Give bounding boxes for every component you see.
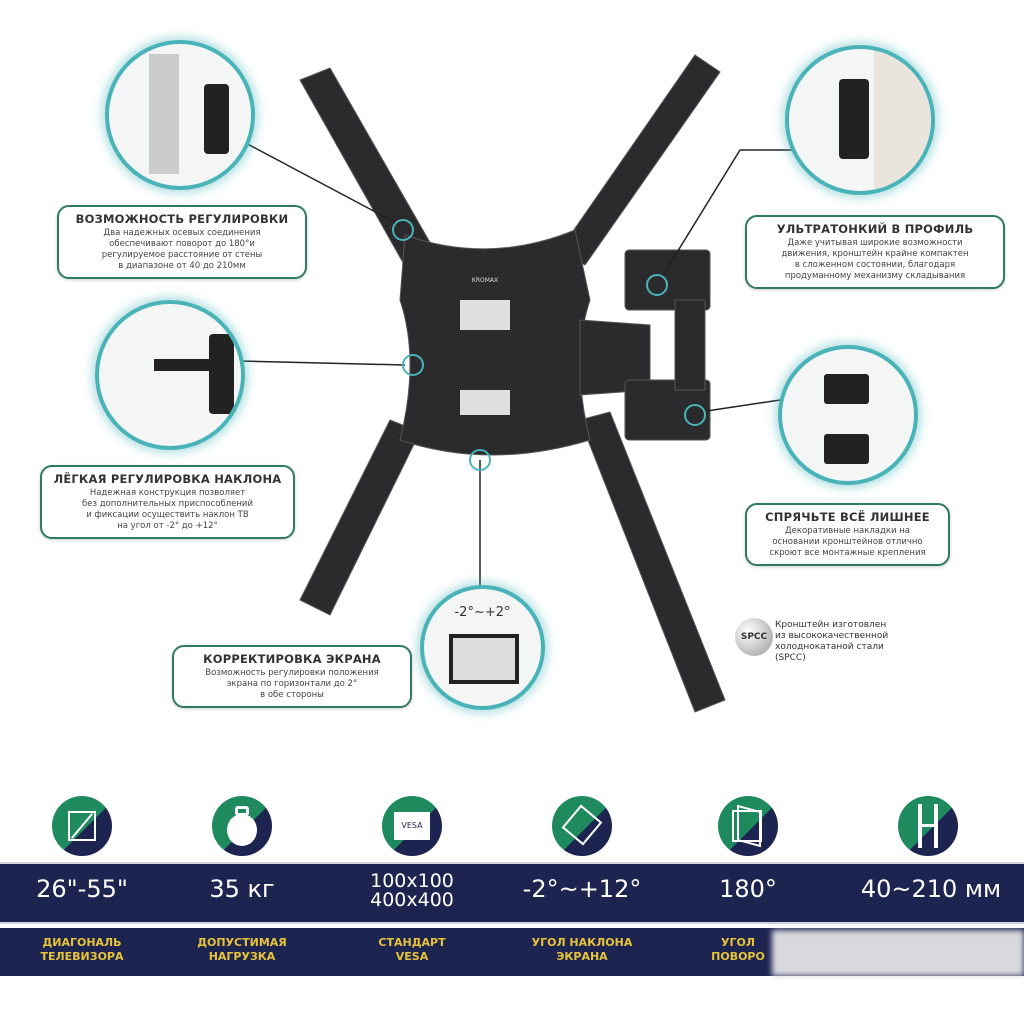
spec-rotation: 180° [668,877,828,901]
spec-value: -2°~+12° [522,875,642,903]
callout-text: в сложенном состоянии, благодаря [794,260,956,270]
spec-load: 35 кг [162,877,322,901]
callout-text: Два надежных осевых соединения [103,228,261,238]
callout-screen-correction: КОРРЕКТИРОВКА ЭКРАНА Возможность регулир… [172,645,412,708]
weight-icon [212,796,272,856]
diagonal-icon [52,796,112,856]
callout-text: Возможность регулировки положения [205,668,379,678]
spec-distance: 40~210 мм [836,877,1024,901]
callout-adjustment: ВОЗМОЖНОСТЬ РЕГУЛИРОВКИ Два надежных осе… [57,205,307,279]
wall-bracket-post [674,299,706,391]
callout-text: скроют все монтажные крепления [769,548,926,558]
wall-bracket-top [624,249,711,311]
spec-label: НАГРУЗКА [208,950,276,963]
vesa-icon: VESA [382,796,442,856]
tv-mount-illustration: KROMAX [199,54,800,713]
plate-slot [460,390,510,415]
callout-text: без дополнительных приспособлений [82,499,253,509]
plate-slot [460,300,510,330]
spec-label: СТАНДАРТ [378,936,446,949]
callout-text: Декоративные накладки на [784,526,911,536]
callout-text: в диапазоне от 40 до 210мм [118,261,246,271]
vesa-icon-text: VESA [394,812,430,840]
detail-circle-swivel: -2°~+2° [420,585,545,710]
spcc-text-line: Кронштейн изготовлен [775,620,887,630]
detail-circle-profile [785,45,935,195]
spec-value: 100x100 [370,870,454,892]
callout-text: экрана по горизонтали до 2° [226,679,358,689]
callout-text: Надежная конструкция позволяет [89,488,246,498]
callout-text: и фиксации осуществить наклон ТВ [86,510,249,520]
spec-value: 35 кг [209,875,275,903]
spcc-text-line: холоднокатаной стали [775,642,884,652]
callout-title: ЛЁГКАЯ РЕГУЛИРОВКА НАКЛОНА [53,472,282,486]
spec-label: ТЕЛЕВИЗОРА [40,950,124,963]
spec-value: 400x400 [370,889,454,911]
spcc-badge-icon: SPCC [735,618,773,656]
spec-label: УГОЛ [721,936,755,949]
spec-values-band [0,862,1024,924]
callout-title: КОРРЕКТИРОВКА ЭКРАНА [203,652,381,666]
spec-label: ЭКРАНА [556,950,608,963]
tilt-icon [552,796,612,856]
wall-distance-icon [898,796,958,856]
callout-text: регулируемое расстояние от стены [101,250,263,260]
callout-title: СПРЯЧЬТЕ ВСЁ ЛИШНЕЕ [765,510,930,524]
callout-text: в обе стороны [260,690,324,700]
callout-text: на угол от -2° до +12° [117,521,218,531]
blurred-overlay [772,930,1024,976]
spec-label: ДОПУСТИМАЯ [197,936,287,949]
spec-label: ПОВОРО [711,950,765,963]
callout-title: УЛЬТРАТОНКИЙ В ПРОФИЛЬ [776,222,974,236]
spec-label: ДИАГОНАЛЬ [42,936,122,949]
spec-value: 26"-55" [36,875,128,903]
spec-tilt: -2°~+12° [502,877,662,901]
wall-plate [399,229,591,456]
callout-text: продуманному механизму складывания [784,271,966,281]
swivel-angle-label: -2°~+2° [454,605,511,620]
spcc-text-line: из высококачественной [775,631,889,641]
mount-arm-bottom-left [299,419,421,616]
callout-covers: СПРЯЧЬТЕ ВСЁ ЛИШНЕЕ Декоративные накладк… [745,503,950,566]
brand-logo: KROMAX [472,277,498,284]
callout-text: движения, кронштейн крайне компактен [781,249,969,259]
spec-value: 40~210 мм [860,875,1002,903]
spcc-description: Кронштейн изготовлен из высококачественн… [775,620,888,664]
rotate-icon [718,796,778,856]
detail-circle-covers [778,345,918,485]
callout-tilt: ЛЁГКАЯ РЕГУЛИРОВКА НАКЛОНА Надежная конс… [40,465,295,539]
detail-circle-pivot [105,40,255,190]
spec-label: VESA [395,950,429,963]
spec-label: УГОЛ НАКЛОНА [531,936,633,949]
callout-profile: УЛЬТРАТОНКИЙ В ПРОФИЛЬ Даже учитывая шир… [745,215,1005,289]
mount-arm-top-right [559,54,721,266]
detail-circle-tilt [95,300,245,450]
spec-value: 180° [719,875,777,903]
spcc-text-line: (SPCC) [775,653,806,663]
spec-diagonal: 26"-55" [2,877,162,901]
callout-text: основании кронштейнов отлично [772,537,923,547]
callout-text: обеспечивают поворот до 180°и [109,239,255,249]
callout-text: Даже учитывая широкие возможности [787,238,963,248]
mount-arm-bottom-right [579,411,726,713]
callout-title: ВОЗМОЖНОСТЬ РЕГУЛИРОВКИ [75,212,289,226]
